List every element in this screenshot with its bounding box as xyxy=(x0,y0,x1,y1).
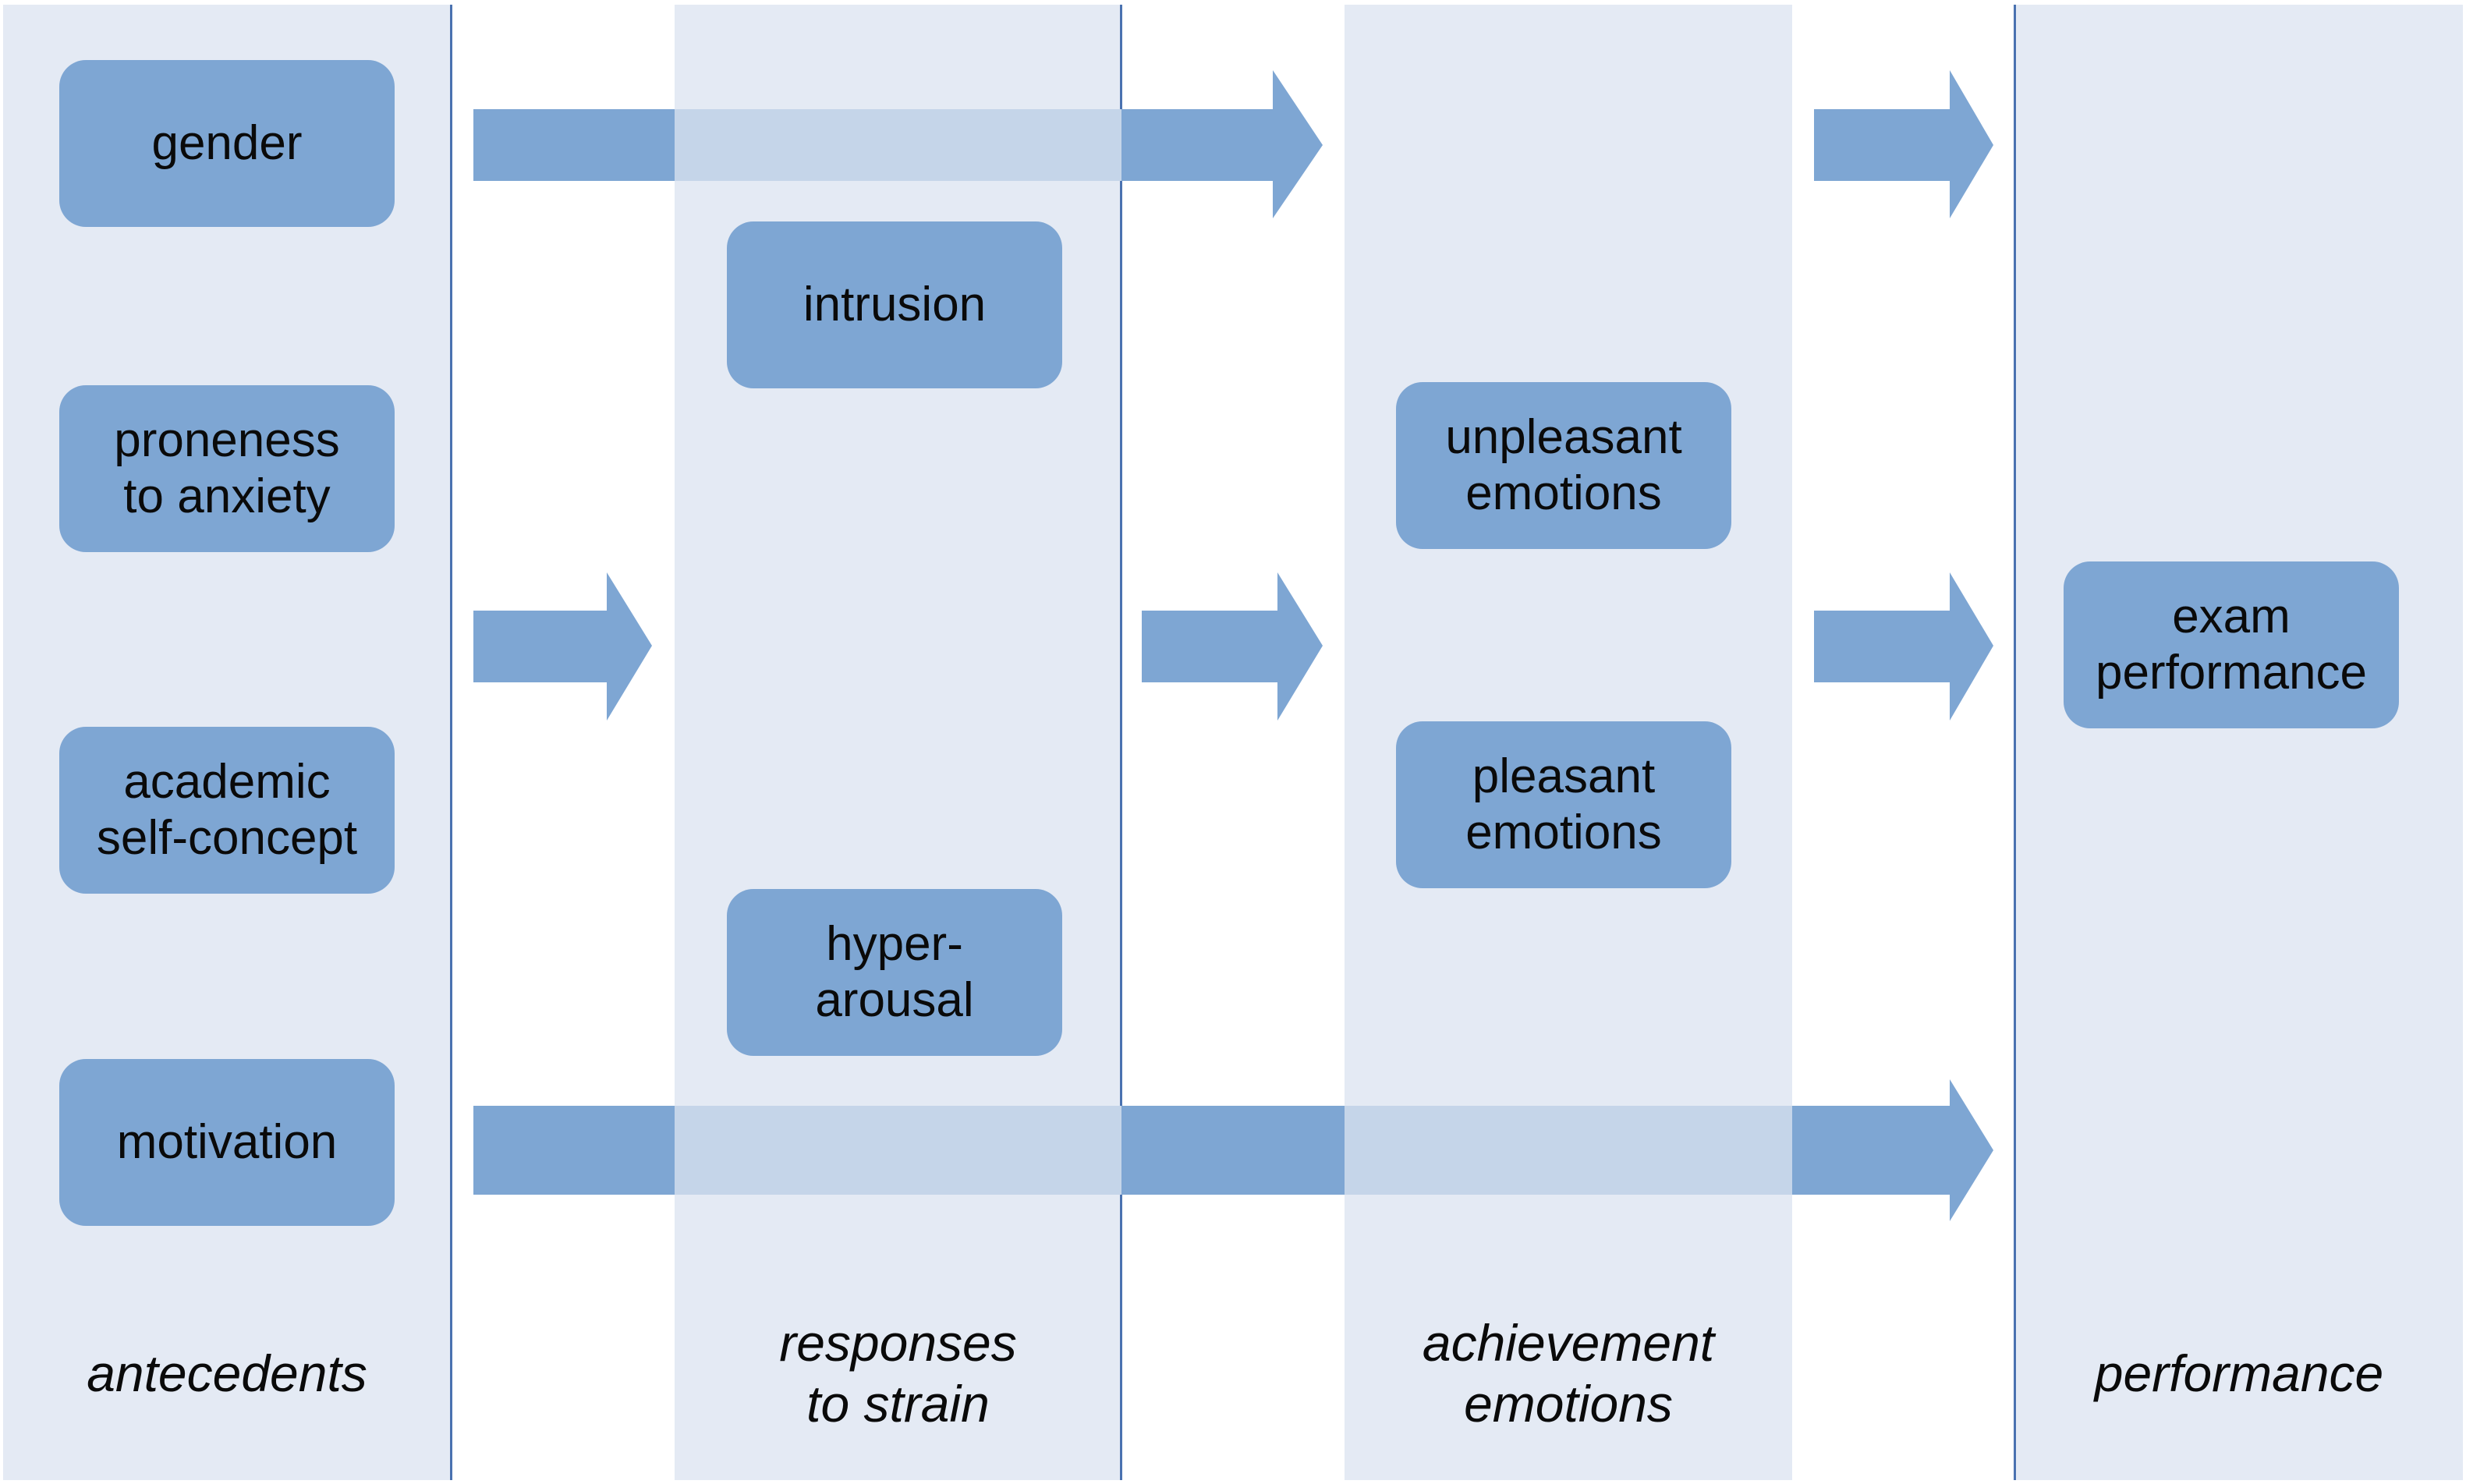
node-academic-self-concept: academic self-concept xyxy=(59,727,395,894)
column-label-achievement-emotions: achievement emotions xyxy=(1422,1314,1715,1433)
arrow-antecedents-to-responses xyxy=(473,572,652,721)
column-label-antecedents: antecedents xyxy=(87,1344,367,1402)
column-label-performance: performance xyxy=(2094,1344,2384,1402)
node-gender: gender xyxy=(59,60,395,227)
arrow-emotions-to-performance-middle xyxy=(1814,572,1993,721)
node-exam-performance: exam performance xyxy=(2064,561,2399,728)
divider-line xyxy=(2014,5,2016,1480)
arrow-gender-to-emotions xyxy=(473,70,1323,218)
arrow-responses-to-emotions xyxy=(1142,572,1323,721)
node-pleasant-emotions: pleasant emotions xyxy=(1396,721,1731,888)
divider-line xyxy=(1120,5,1122,1480)
node-hyperarousal: hyper- arousal xyxy=(727,889,1062,1056)
arrow-motivation-to-performance xyxy=(473,1079,1993,1221)
node-proneness-to-anxiety: proneness to anxiety xyxy=(59,385,395,552)
arrow-emotions-to-performance-top xyxy=(1814,70,1993,218)
node-unpleasant-emotions: unpleasant emotions xyxy=(1396,382,1731,549)
node-motivation: motivation xyxy=(59,1059,395,1226)
node-intrusion: intrusion xyxy=(727,221,1062,388)
column-band-performance xyxy=(2015,5,2463,1480)
divider-line xyxy=(450,5,452,1480)
column-label-responses-to-strain: responses to strain xyxy=(779,1314,1017,1433)
